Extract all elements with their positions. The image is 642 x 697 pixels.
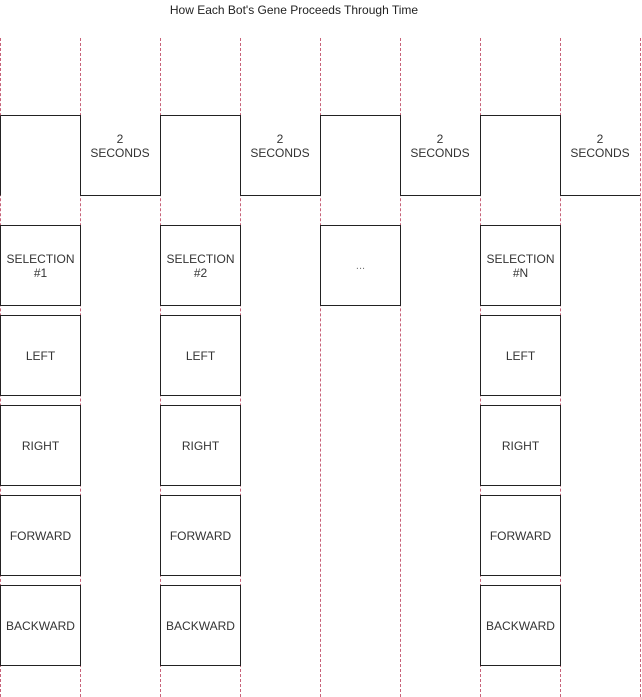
interval-label: 2 SECONDS: [90, 132, 150, 160]
action-box-backward: BACKWARD: [480, 585, 561, 666]
interval-label: 2 SECONDS: [410, 132, 470, 160]
selection-box: SELECTION #N: [480, 225, 561, 306]
selection-box: SELECTION #2: [160, 225, 241, 306]
action-box-forward: FORWARD: [480, 495, 561, 576]
selection-box: SELECTION #1: [0, 225, 81, 306]
diagram-title: How Each Bot's Gene Proceeds Through Tim…: [169, 3, 419, 17]
action-box-forward: FORWARD: [0, 495, 81, 576]
action-box-right: RIGHT: [160, 405, 241, 486]
action-box-left: LEFT: [160, 315, 241, 396]
action-box-right: RIGHT: [480, 405, 561, 486]
interval-label: 2 SECONDS: [250, 132, 310, 160]
waveform-line: [0, 115, 640, 196]
action-box-forward: FORWARD: [160, 495, 241, 576]
interval-label: 2 SECONDS: [570, 132, 630, 160]
time-guide-line: [640, 38, 641, 697]
action-box-left: LEFT: [480, 315, 561, 396]
time-guide-line: [320, 38, 321, 697]
action-box-right: RIGHT: [0, 405, 81, 486]
action-box-left: LEFT: [0, 315, 81, 396]
action-box-backward: BACKWARD: [0, 585, 81, 666]
time-guide-line: [400, 38, 401, 697]
ellipsis-box: ...: [320, 225, 401, 306]
action-box-backward: BACKWARD: [160, 585, 241, 666]
